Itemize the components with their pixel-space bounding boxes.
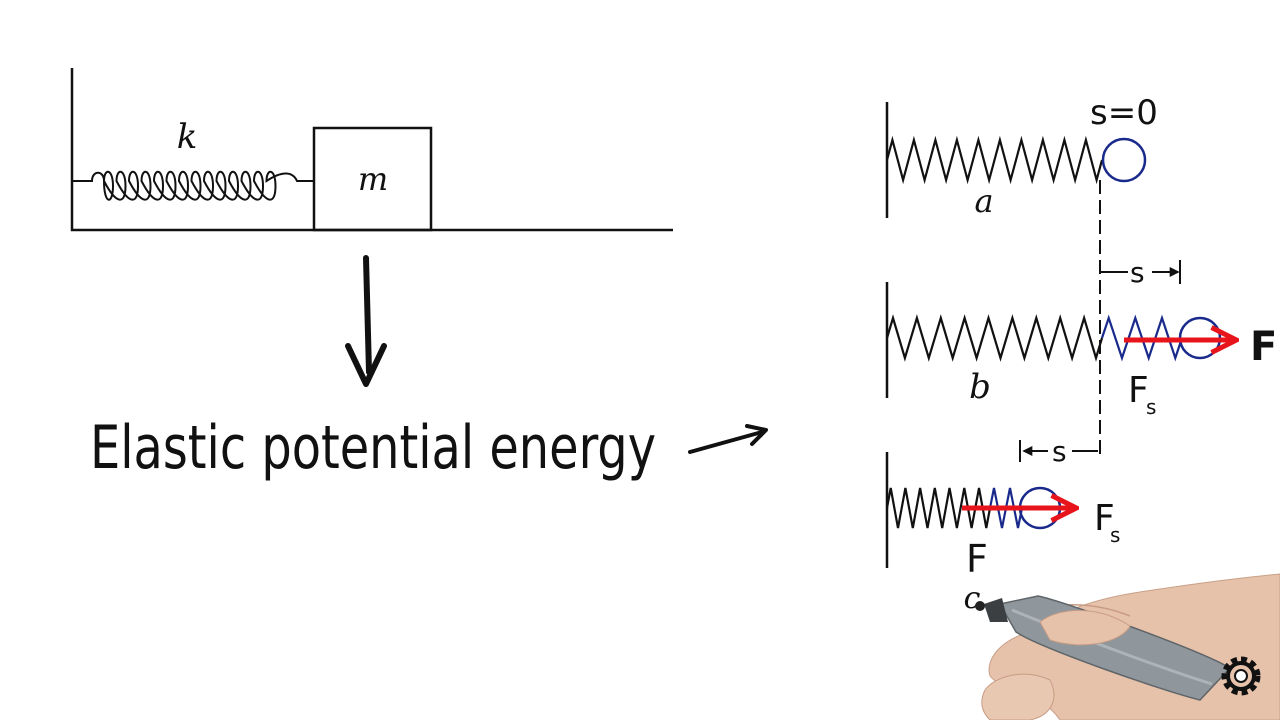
pointer-arrow — [688, 424, 768, 454]
spring-force-sub-c: s — [1110, 523, 1120, 547]
spring-force-label-b: F — [1128, 370, 1149, 411]
down-arrow — [345, 255, 387, 387]
displacement-label-c: s — [1052, 435, 1067, 468]
mass-ball-a — [1101, 137, 1147, 183]
displacement-label-b: s — [1130, 256, 1145, 289]
zigzag-spring-a — [885, 135, 1104, 185]
coil-spring — [72, 170, 314, 201]
mass-spring-system: k m — [70, 68, 673, 232]
position-label-s0: s=0 — [1090, 93, 1158, 133]
applied-force-label-c: F — [966, 537, 988, 581]
mass-block — [312, 126, 433, 232]
gear-logo-icon — [1221, 656, 1261, 696]
spring-constant-label: k — [177, 117, 198, 157]
spring-stretched: s F b F s — [885, 256, 1277, 419]
mass-label: m — [358, 160, 388, 198]
caption-elastic-potential-energy: Elastic potential energy — [90, 413, 656, 483]
hand-with-marker — [975, 573, 1280, 720]
applied-force-label-b: F — [1250, 324, 1277, 370]
spring-compressed: s F s F c — [885, 435, 1120, 616]
spring-equilibrium: s=0 a — [885, 93, 1158, 220]
zigzag-spring-b — [885, 314, 1104, 362]
label-a: a — [974, 182, 993, 220]
label-c: c — [964, 581, 981, 616]
spring-force-label-c: F — [1094, 498, 1115, 539]
label-b: b — [969, 367, 991, 407]
spring-force-sub-b: s — [1146, 395, 1156, 419]
wall-and-floor — [70, 68, 673, 232]
